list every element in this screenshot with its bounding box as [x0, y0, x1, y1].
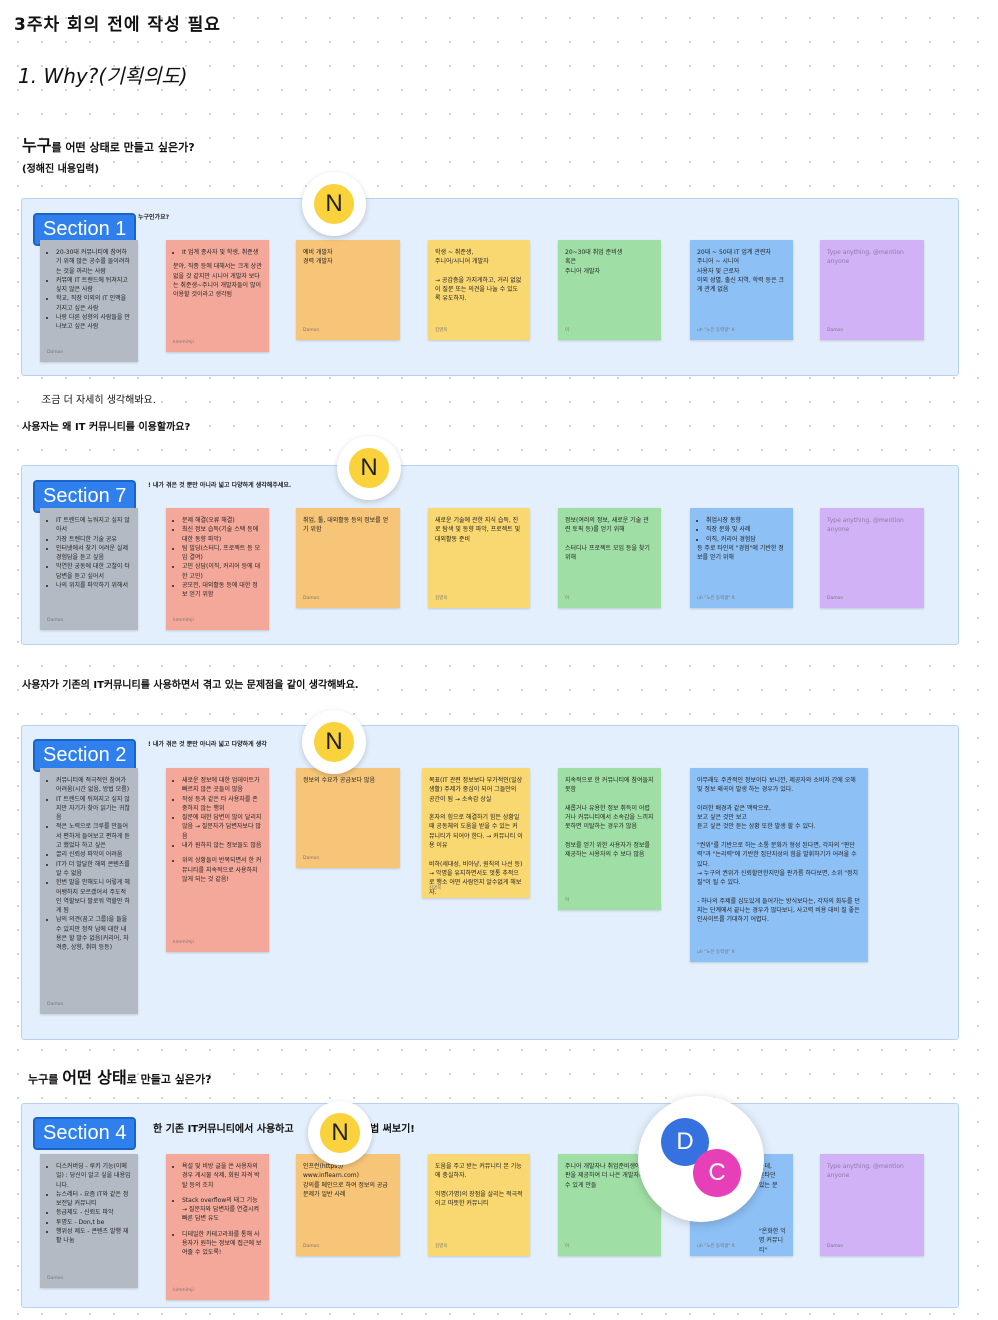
note-author: Damon — [47, 1002, 64, 1008]
who-heading-big: 누구 — [22, 136, 52, 155]
state-heading: 누구를 어떤 상태로 만들고 싶은가? — [28, 1068, 212, 1087]
note-author: uh "노은 동력왕" K — [697, 950, 735, 956]
note-author: 이 — [565, 898, 570, 904]
sticky-note[interactable]: 목표(IT 관련 정보보다 부가적인(일상생활) 주제가 중심이 되어 그들만의… — [422, 768, 530, 898]
who-heading-rest: 를 어떤 상태로 만들고 싶은가? — [51, 141, 195, 154]
note-author: Damon — [827, 1244, 844, 1250]
note-author: uh "노은 동력왕" K — [697, 1244, 735, 1250]
note-author: 이 — [565, 1244, 570, 1250]
sticky-note[interactable]: 새로운 기술에 관한 지식 습득, 진로 탐색 및 동향 파악, 프로젝트 및 … — [428, 508, 530, 608]
note-author: 이 — [565, 596, 570, 602]
note-author: Damon — [303, 856, 320, 862]
note-author: kimmimji — [173, 940, 194, 946]
sticky-note[interactable]: 지속적으로 한 커뮤니티에 참여들지 못함 새롭거나 유용한 정보 취득이 어렵… — [558, 768, 661, 910]
note-author: kimmimji — [173, 1288, 194, 1294]
note-author: Damon — [303, 1244, 320, 1250]
problems-heading: 사용자가 기존의 IT커뮤니티를 사용하면서 겪고 있는 문제점을 같이 생각해… — [22, 680, 359, 691]
note-bullets: 20-30대 커뮤니티에 참여하기 위해 많은 공수를 들이려하는 것을 꺼리는… — [47, 248, 131, 332]
sticky-note[interactable]: 디스커버딩 - 루키 기능(이메일) : 당신이 알고 싶을 내용입니다. 뉴스… — [40, 1154, 138, 1288]
sticky-note[interactable]: 정보의 수요가 공급보다 많음 Damon — [296, 768, 400, 868]
why-use-heading: 사용자는 왜 IT 커뮤니티를 이용할까요? — [22, 422, 191, 433]
note-author: 김영욱 — [435, 596, 448, 602]
note-author: Damon — [303, 596, 320, 602]
avatar[interactable]: D — [661, 1118, 709, 1166]
note-author: Damon — [827, 328, 844, 334]
sticky-note[interactable]: 취업, 툴, 대외활동 등의 정보를 얻기 위함 Damon — [296, 508, 400, 608]
sticky-note-empty[interactable]: Type anything, @mention anyone Damon — [820, 508, 924, 608]
section-7-header: ! 내가 겪은 것 뿐만 아니라 넓고 다양하게 생각해주세요. — [148, 482, 292, 489]
note-author: 김영욱 — [429, 886, 442, 892]
who-subheading: (정해진 내용입력) — [22, 164, 100, 175]
note-author: 김영욱 — [435, 328, 448, 334]
sticky-note[interactable]: 정보(여러의 정보, 새로운 기술 관련 토픽 등)를 얻기 위해 스터디나 프… — [558, 508, 661, 608]
note-author: 이 — [565, 328, 570, 334]
note-author: 김영욱 — [435, 1244, 448, 1250]
sticky-note[interactable]: 커뮤니티에 적극적인 참여가 어려움(시간 없음, 방법 모름) IT 트렌드에… — [40, 768, 138, 1014]
avatar[interactable]: N — [317, 1110, 363, 1156]
sticky-note[interactable]: 도움을 주고 받는 커뮤니티 본 기능에 충실하자. 익명(가명)의 장점을 살… — [428, 1154, 530, 1256]
why-heading: 1. Why?(기획의도) — [18, 64, 188, 88]
sticky-note-empty[interactable]: Type anything, @mention anyone Damon — [820, 240, 924, 340]
note-author: Damon — [303, 328, 320, 334]
state-heading-big: 어떤 상태 — [62, 1068, 127, 1087]
note-author: uh "노은 동력왕" K — [697, 328, 735, 334]
sticky-note-empty[interactable]: Type anything, @mention anyone Damon — [820, 1154, 924, 1256]
sticky-note[interactable]: 취업시장 동향 직장 문화 및 사례 이직, 커리어 경험담 등 주로 타인의 … — [690, 508, 793, 608]
sticky-note[interactable]: 욕설 및 비방 글을 쓴 사용자의 경우 게시물 삭제, 회원 자격 박탈 등의… — [166, 1154, 269, 1300]
avatar[interactable]: N — [311, 719, 357, 765]
avatar[interactable]: N — [311, 181, 357, 227]
note-author: Damon — [827, 596, 844, 602]
sticky-note[interactable]: IT 트렌드에 뉴워지고 싶지 않아서 가장 트렌디한 기술 공유 인터넷에서 … — [40, 508, 138, 630]
section-4-label[interactable]: Section 4 — [33, 1117, 137, 1150]
sticky-note[interactable]: 20~30대 취업 준비생 혹은 주니어 개발자 이 — [558, 240, 661, 340]
sticky-note[interactable]: 20-30대 커뮤니티에 참여하기 위해 많은 공수를 들이려하는 것을 꺼리는… — [40, 240, 138, 362]
note-author: Damon — [47, 350, 64, 356]
note-author: Damon — [47, 1276, 64, 1282]
note-author: Damon — [47, 618, 64, 624]
sticky-note[interactable]: 문제 해결(오류 해결) 최신 정보 습득(기술 스택 등에 대한 동향 파악)… — [166, 508, 269, 630]
section-1-header: 누구인가요? — [138, 214, 170, 221]
page-title: 3주차 회의 전에 작성 필요 — [14, 15, 221, 35]
section-4-header-right: 법 써보기! — [370, 1124, 415, 1135]
sticky-note[interactable]: 20대 ~ 50대 IT 업계 관련자 주니어 ~ 시니어 사용자 및 근로자 … — [690, 240, 793, 340]
sticky-note[interactable]: 예비 개발자 경력 개발자 Damon — [296, 240, 400, 340]
sticky-note[interactable]: 아무래도 주관적인 정보이다 보니깐, 제공자와 소비자 간에 오해 및 정보 … — [690, 768, 868, 962]
section-4-header: 한 기존 IT커뮤니티에서 사용하고 — [153, 1124, 294, 1135]
detail-text: 조금 더 자세히 생각해봐요. — [42, 395, 156, 406]
avatar[interactable]: N — [346, 445, 392, 491]
sticky-note[interactable]: 인프런(https:// www.inflearn.com) 강의를 메인으로 … — [296, 1154, 400, 1256]
sticky-note[interactable]: 학생 ~ 취준생, 주니어/시니어 개발자 → 공감층을 가지게하고, 거리 없… — [428, 240, 530, 340]
sticky-note[interactable]: 새로운 정보에 대한 업데이트가 빠르지 않은 곳들이 많음 작성 등과 같은 … — [166, 768, 269, 952]
note-author: kimmimji — [173, 618, 194, 624]
who-heading: 누구를 어떤 상태로 만들고 싶은가? — [22, 132, 195, 156]
note-author: kimmimji — [173, 340, 194, 346]
section-2-header: ! 내가 겪은 것 뿐만 아니라 넓고 다양하게 생각 — [148, 741, 267, 748]
note-author: uh "노은 동력왕" K — [697, 596, 735, 602]
sticky-note[interactable]: It 업계 종사자 및 학생, 취준생 분야, 직종 등에 대해서는 크게 상관… — [166, 240, 269, 352]
avatar[interactable]: C — [693, 1149, 741, 1197]
